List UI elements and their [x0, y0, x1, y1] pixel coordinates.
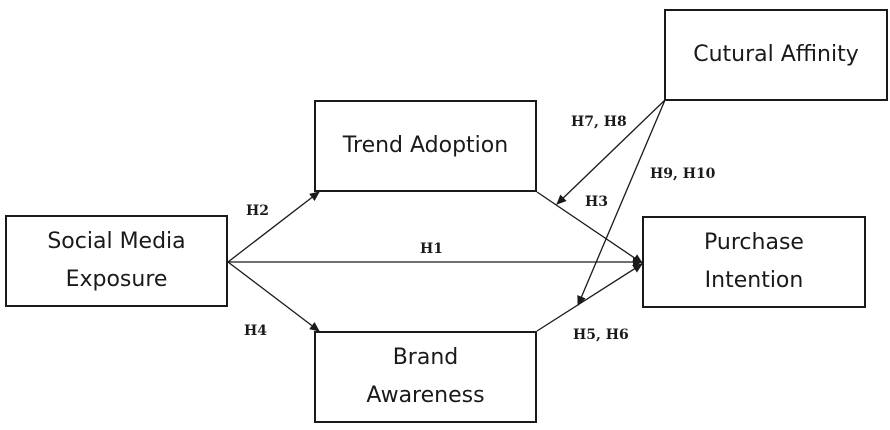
hypothesis-label-h4: H4 — [244, 323, 267, 339]
node-brand-awareness: Brand Awareness — [314, 331, 537, 423]
node-cultural-affinity: Cutural Affinity — [664, 9, 888, 101]
hypothesis-label-h9-h10: H9, H10 — [650, 166, 716, 182]
hypothesis-label-h1: H1 — [420, 241, 443, 257]
hypothesis-label-h3: H3 — [585, 194, 608, 210]
hypothesis-label-h2: H2 — [246, 203, 269, 219]
arrow-h2-social-to-trend — [227, 191, 320, 263]
arrow-h5-h6-brand-to-purchase — [536, 263, 643, 332]
node-social-media-exposure: Social Media Exposure — [5, 215, 228, 307]
arrow-h3-trend-to-purchase — [536, 191, 643, 264]
arrow-h4-social-to-brand — [227, 261, 320, 332]
node-purchase-intention: Purchase Intention — [642, 216, 866, 308]
hypothesis-label-h5-h6: H5, H6 — [573, 327, 629, 343]
hypothesis-label-h7-h8: H7, H8 — [571, 114, 627, 130]
node-trend-adoption: Trend Adoption — [314, 100, 537, 192]
arrow-h9-h10-cultural-moderation — [577, 99, 666, 306]
arrow-h7-h8-cultural-moderation — [556, 99, 666, 205]
